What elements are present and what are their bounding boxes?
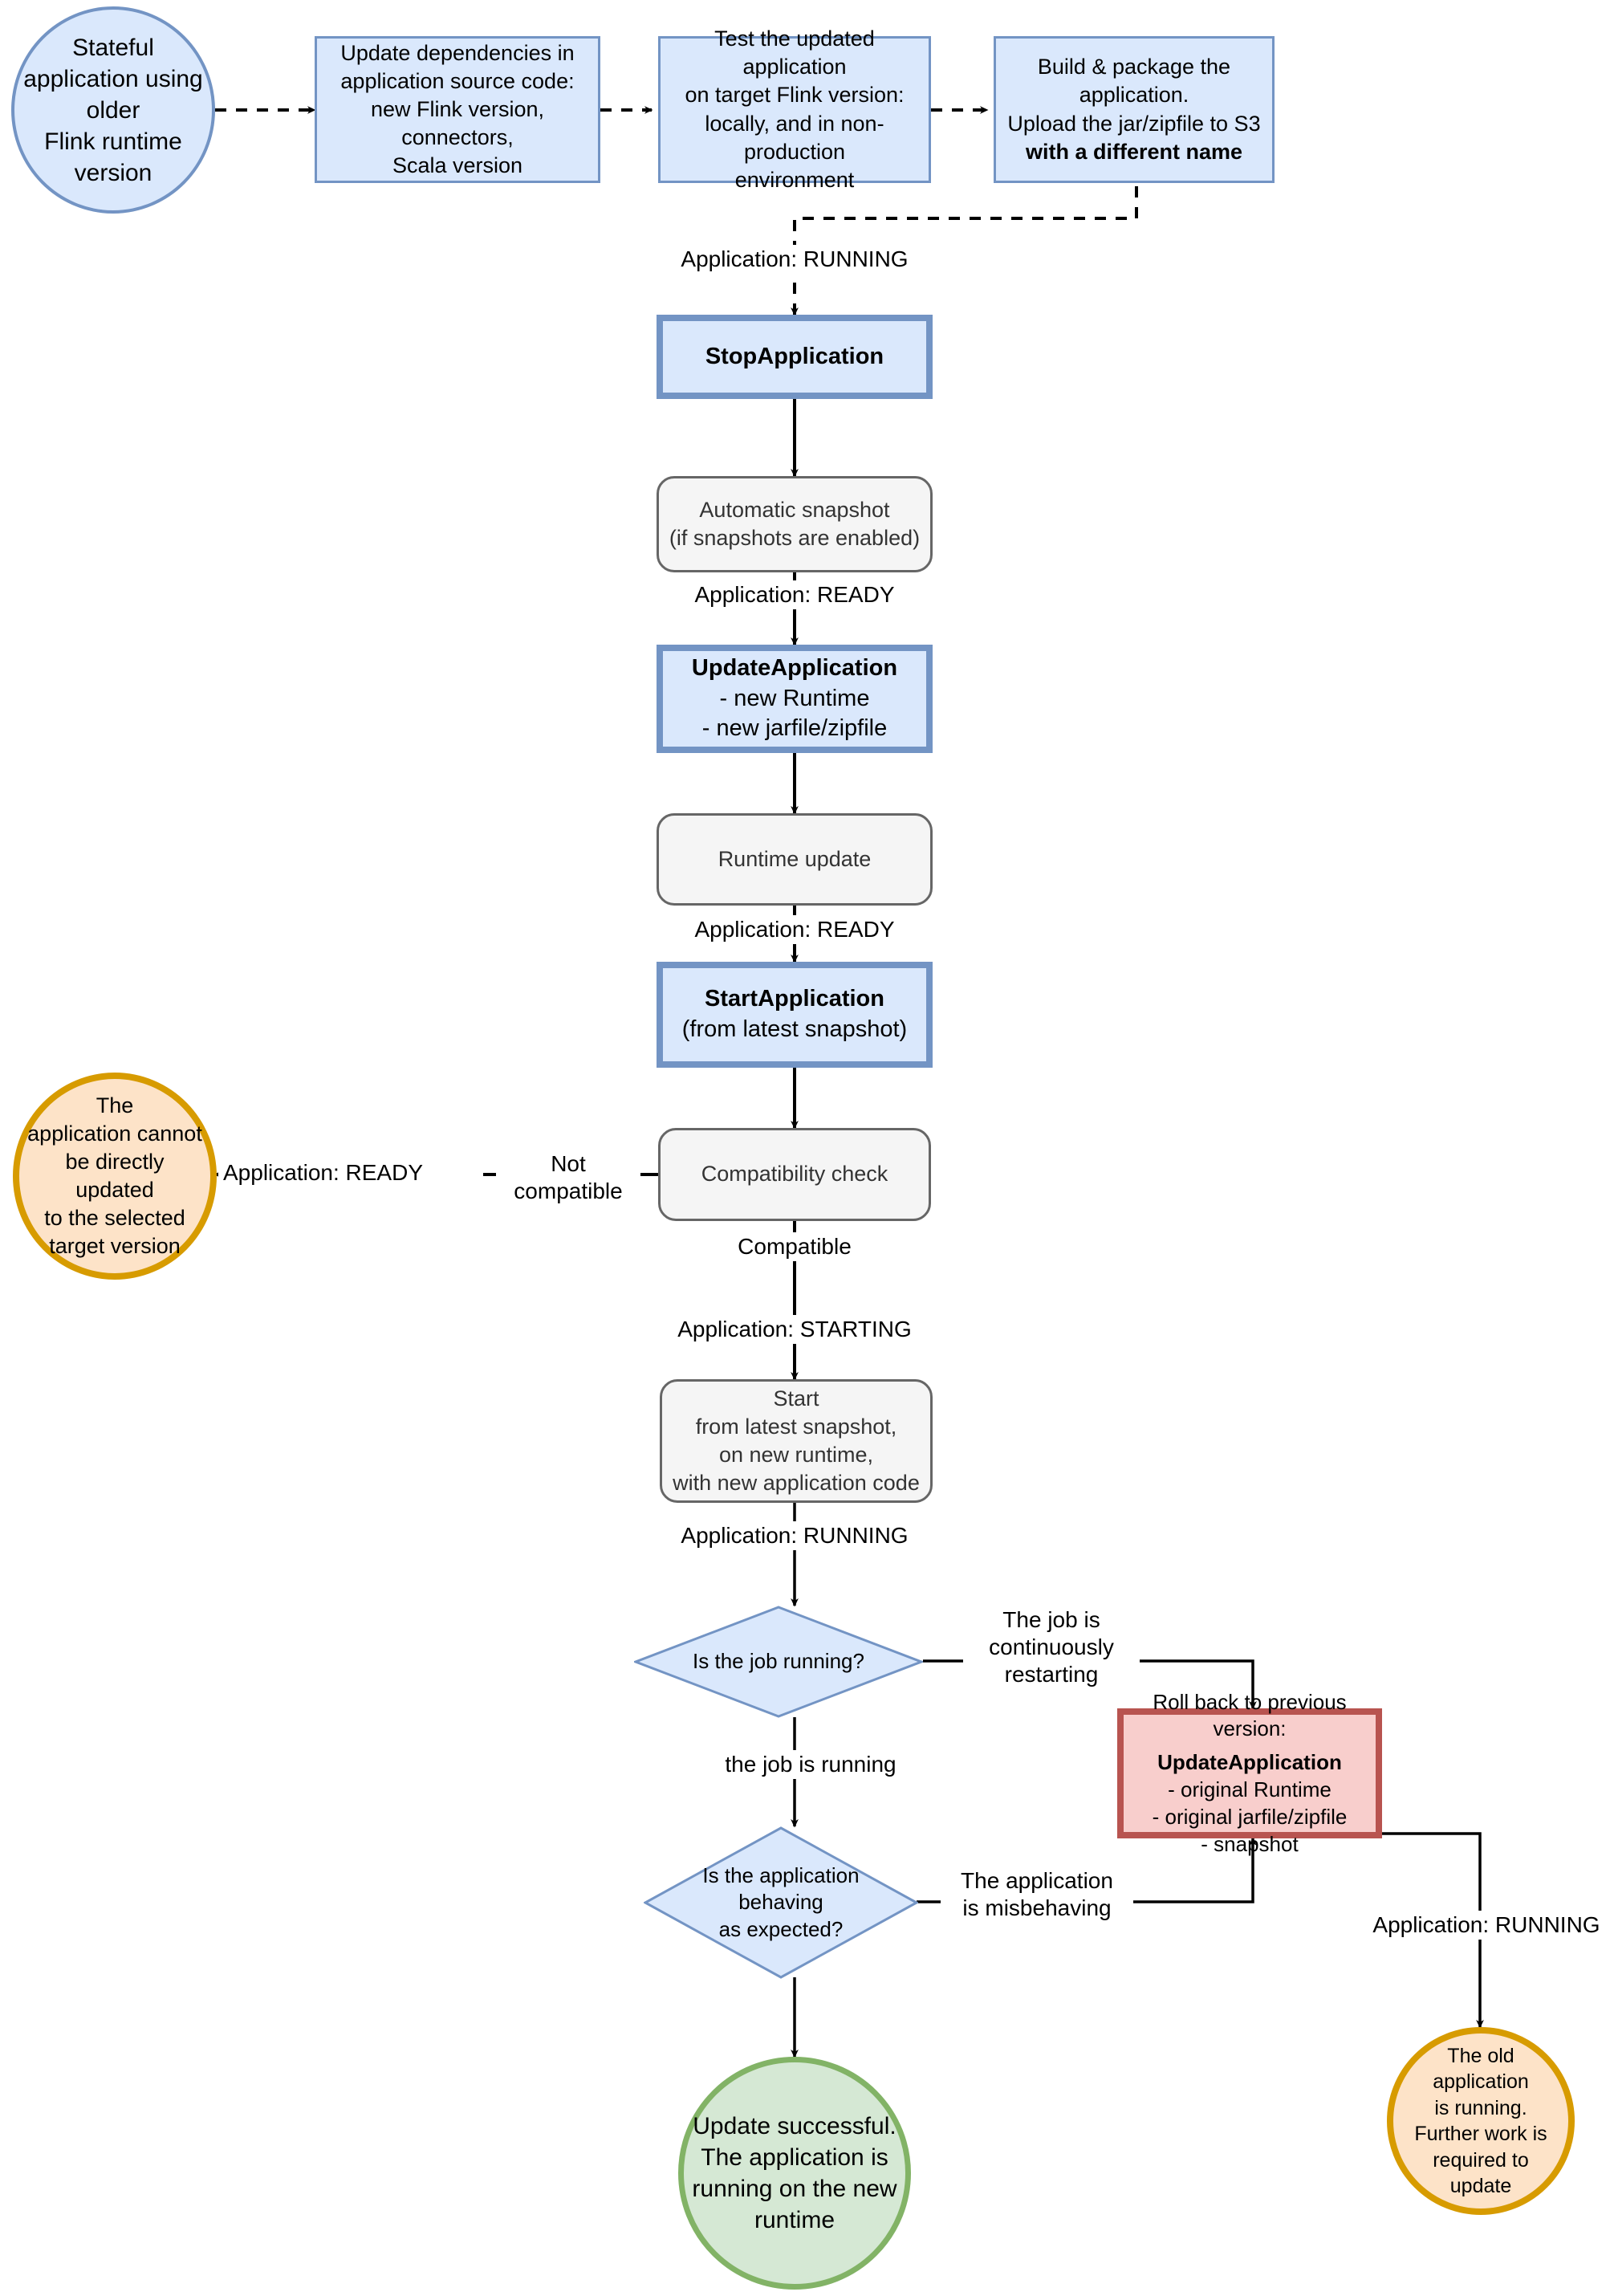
edge-label-running-to-stop: Application: RUNNING bbox=[658, 245, 931, 275]
node-old-app-running-label: The old application is running. Further … bbox=[1414, 2044, 1547, 2198]
node-test-updated-application-label: Test the updated application on target F… bbox=[685, 26, 905, 192]
edge-label-running-to-old-app: Application: RUNNING bbox=[1358, 1911, 1610, 1940]
node-build-package-line1: Build & package the bbox=[1037, 55, 1231, 79]
node-start-application-title: StartApplication bbox=[705, 986, 884, 1012]
node-is-job-running-label: Is the job running? bbox=[693, 1649, 864, 1674]
node-build-package-line2: application. bbox=[1079, 83, 1189, 108]
node-start-application-line2: (from latest snapshot) bbox=[681, 1016, 908, 1042]
node-stateful-application: Stateful application using older Flink r… bbox=[11, 6, 215, 214]
node-compatibility-check-label: Compatibility check bbox=[701, 1162, 888, 1187]
node-update-dependencies-label: Update dependencies in application sourc… bbox=[340, 40, 575, 178]
diamond-shape bbox=[634, 1606, 923, 1718]
edge-label-continuously-restarting: The job is continuously restarting bbox=[963, 1606, 1140, 1690]
node-old-app-running: The old application is running. Further … bbox=[1387, 2027, 1575, 2215]
edge-label-ready-to-start: Application: READY bbox=[658, 915, 931, 945]
node-automatic-snapshot-label: Automatic snapshot (if snapshots are ena… bbox=[669, 497, 921, 550]
node-build-package-line4: with a different name bbox=[1025, 139, 1243, 164]
node-is-app-behaving: Is the application behaving as expected? bbox=[644, 1826, 918, 1979]
node-roll-back-title: UpdateApplication bbox=[1157, 1750, 1342, 1775]
diamond-shape bbox=[644, 1826, 918, 1979]
node-update-successful: Update successful. The application is ru… bbox=[678, 2057, 911, 2290]
node-runtime-update-label: Runtime update bbox=[718, 846, 872, 871]
node-automatic-snapshot: Automatic snapshot (if snapshots are ena… bbox=[657, 476, 933, 572]
node-stop-application: StopApplication bbox=[657, 315, 933, 399]
node-roll-back-line3: - original Runtime bbox=[1168, 1777, 1332, 1801]
node-roll-back-line5: - snapshot bbox=[1201, 1831, 1299, 1856]
node-stateful-application-label: Stateful application using older Flink r… bbox=[23, 34, 203, 186]
edge-label-starting: Application: STARTING bbox=[642, 1315, 947, 1345]
node-roll-back-line4: - original jarfile/zipfile bbox=[1152, 1804, 1348, 1829]
node-cannot-update: The application cannot be directly updat… bbox=[13, 1073, 217, 1280]
edge-label-compatible: Compatible bbox=[674, 1232, 915, 1262]
edge-label-misbehaving: The application is misbehaving bbox=[941, 1867, 1133, 1924]
node-update-successful-label: Update successful. The application is ru… bbox=[692, 2113, 897, 2233]
node-build-package-line3: Upload the jar/zipfile to S3 bbox=[1007, 111, 1261, 136]
node-runtime-update: Runtime update bbox=[657, 813, 933, 906]
node-update-dependencies: Update dependencies in application sourc… bbox=[315, 36, 600, 183]
edge-label-running-to-diamond: Application: RUNNING bbox=[642, 1521, 947, 1551]
node-stop-application-label: StopApplication bbox=[705, 343, 884, 369]
edge-label-not-compatible: Not compatible bbox=[496, 1150, 640, 1207]
node-update-application-title: UpdateApplication bbox=[691, 654, 898, 681]
node-test-updated-application: Test the updated application on target F… bbox=[658, 26, 931, 192]
node-update-application-line2: - new Runtime bbox=[719, 685, 870, 711]
edge-label-job-is-running: the job is running bbox=[682, 1750, 939, 1780]
node-start-application: StartApplication (from latest snapshot) bbox=[657, 962, 933, 1068]
node-cannot-update-label: The application cannot be directly updat… bbox=[27, 1093, 202, 1259]
edge-label-ready-to-update: Application: READY bbox=[658, 580, 931, 610]
node-build-package: Build & package the application. Upload … bbox=[994, 36, 1275, 183]
node-start-from-snapshot: Start from latest snapshot, on new runti… bbox=[660, 1379, 933, 1503]
node-update-application: UpdateApplication - new Runtime - new ja… bbox=[657, 645, 933, 753]
edge-label-ready-to-cannot-update: Application: READY bbox=[218, 1158, 483, 1188]
node-start-from-snapshot-label: Start from latest snapshot, on new runti… bbox=[673, 1386, 920, 1496]
node-is-job-running: Is the job running? bbox=[634, 1606, 923, 1718]
node-update-application-line3: - new jarfile/zipfile bbox=[701, 715, 888, 742]
node-roll-back: Roll back to previous version: UpdateApp… bbox=[1117, 1690, 1382, 1856]
node-roll-back-line1: Roll back to previous version: bbox=[1153, 1689, 1347, 1741]
node-is-app-behaving-label: Is the application behaving as expected? bbox=[702, 1863, 860, 1941]
node-compatibility-check: Compatibility check bbox=[658, 1128, 931, 1221]
